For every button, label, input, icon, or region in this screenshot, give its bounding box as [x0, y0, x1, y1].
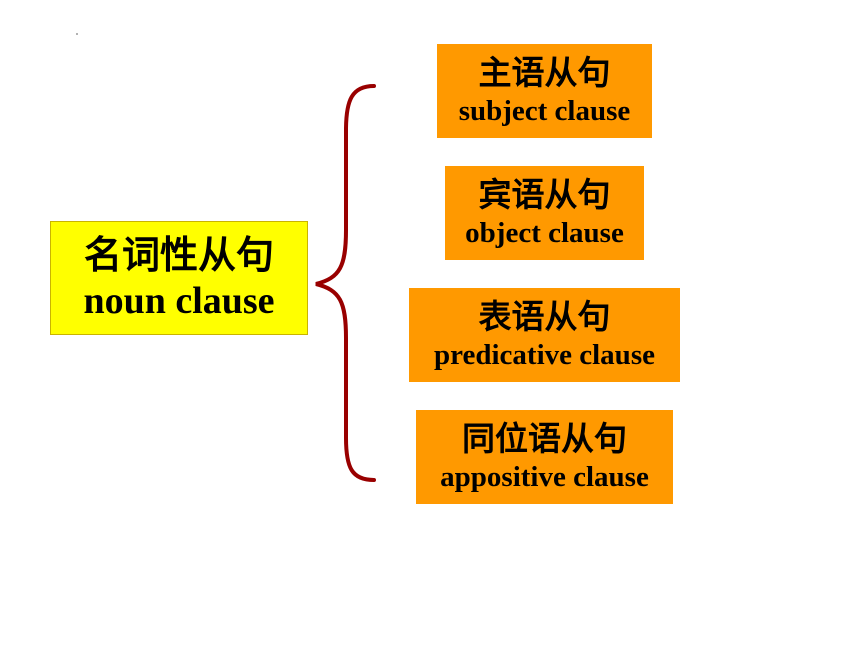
- root-label-en: noun clause: [83, 280, 275, 322]
- branch-label-en: object clause: [465, 217, 624, 249]
- brace-stroke: [315, 84, 376, 482]
- branch-node-predicative-clause: 表语从句 predicative clause: [409, 288, 680, 382]
- branch-label-en: subject clause: [458, 95, 631, 127]
- branch-label-en: appositive clause: [440, 461, 649, 493]
- root-label-zh: 名词性从句: [83, 233, 274, 277]
- stray-dot: [76, 33, 78, 35]
- root-node-noun-clause: 名词性从句 noun clause: [50, 221, 308, 335]
- branch-label-zh: 同位语从句: [462, 419, 627, 458]
- branch-node-appositive-clause: 同位语从句 appositive clause: [416, 410, 673, 504]
- branch-label-en: predicative clause: [434, 339, 655, 371]
- branch-label-zh: 主语从句: [478, 53, 611, 92]
- branch-label-zh: 表语从句: [478, 297, 611, 336]
- branch-node-subject-clause: 主语从句 subject clause: [437, 44, 652, 138]
- branch-label-zh: 宾语从句: [478, 175, 611, 214]
- branch-node-object-clause: 宾语从句 object clause: [445, 166, 644, 260]
- curly-brace-connector: [315, 84, 376, 482]
